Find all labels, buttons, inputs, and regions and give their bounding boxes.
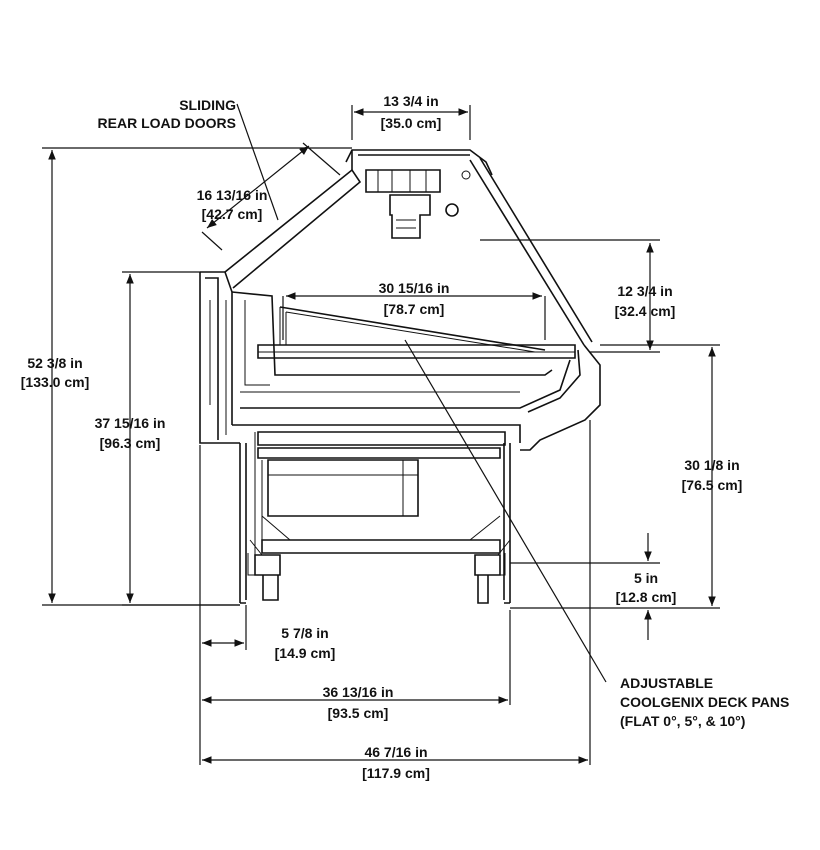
dim-overall-depth-in: 46 7/16 in (364, 744, 427, 760)
dim-overall-height-in: 52 3/8 in (27, 355, 82, 371)
dim-leg-in: 5 in (634, 570, 658, 586)
dim-base-depth-cm: [93.5 cm] (328, 705, 389, 721)
dim-front-height-in: 30 1/8 in (684, 457, 739, 473)
dim-deck-cm: [78.7 cm] (384, 301, 445, 317)
dim-overall-height-cm: [133.0 cm] (21, 374, 89, 390)
dim-leg: 5 in [12.8 cm] (616, 570, 677, 605)
dim-glass-cm: [42.7 cm] (202, 206, 263, 222)
pans-label-line1: ADJUSTABLE (620, 675, 713, 691)
dim-base-depth-in: 36 13/16 in (323, 684, 394, 700)
dim-leg-cm: [12.8 cm] (616, 589, 677, 605)
pans-label-line3: (FLAT 0°, 5°, & 10°) (620, 713, 745, 729)
doors-label-line1: SLIDING (179, 97, 236, 113)
pans-label-line2: COOLGENIX DECK PANS (620, 694, 789, 710)
dim-front-glass-in: 12 3/4 in (617, 283, 672, 299)
dim-front-glass: 12 3/4 in [32.4 cm] (615, 283, 676, 319)
dim-base-depth: 36 13/16 in [93.5 cm] (323, 684, 394, 721)
dim-deck: 30 15/16 in [78.7 cm] (379, 280, 450, 317)
dim-front-glass-cm: [32.4 cm] (615, 303, 676, 319)
dim-rear-height-in: 37 15/16 in (95, 415, 166, 431)
dim-overall-height: 52 3/8 in [133.0 cm] (21, 355, 89, 390)
dim-rear-offset-in: 5 7/8 in (281, 625, 328, 641)
dim-overall-depth-cm: [117.9 cm] (362, 765, 430, 781)
dim-rear-height-cm: [96.3 cm] (100, 435, 161, 451)
dim-top-width-in: 13 3/4 in (383, 93, 438, 109)
dim-rear-offset: 5 7/8 in [14.9 cm] (275, 625, 336, 661)
dim-glass: 16 13/16 in [42.7 cm] (197, 187, 268, 222)
dim-top-width-cm: [35.0 cm] (381, 115, 442, 131)
doors-label-line2: REAR LOAD DOORS (98, 115, 236, 131)
dimension-lines (42, 103, 720, 765)
dim-overall-depth: 46 7/16 in [117.9 cm] (362, 744, 430, 781)
dim-rear-height: 37 15/16 in [96.3 cm] (95, 415, 166, 451)
dim-front-height-cm: [76.5 cm] (682, 477, 743, 493)
dim-front-height: 30 1/8 in [76.5 cm] (682, 457, 743, 493)
dim-glass-in: 16 13/16 in (197, 187, 268, 203)
dim-top-width: 13 3/4 in [35.0 cm] (381, 93, 442, 131)
callout-sliding-doors: SLIDING REAR LOAD DOORS (98, 97, 237, 131)
dim-deck-in: 30 15/16 in (379, 280, 450, 296)
callout-deck-pans: ADJUSTABLE COOLGENIX DECK PANS (FLAT 0°,… (620, 675, 789, 729)
dim-rear-offset-cm: [14.9 cm] (275, 645, 336, 661)
